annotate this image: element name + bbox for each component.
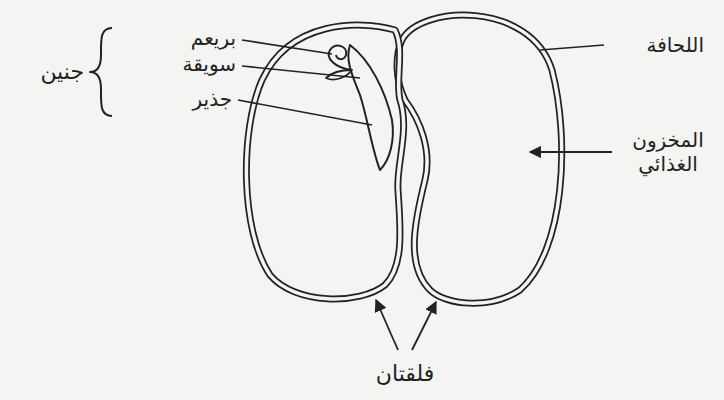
part-label: فلقتان bbox=[376, 361, 434, 387]
cotyledon-outline bbox=[397, 15, 562, 303]
leader-line bbox=[540, 45, 604, 50]
embryo-axis bbox=[348, 45, 393, 170]
part-label: اللحافة bbox=[646, 33, 704, 57]
part-label: المخزون الغذائي bbox=[620, 128, 716, 176]
part-label: بريعم bbox=[191, 26, 236, 50]
part-label: سويقة bbox=[183, 52, 237, 76]
part-label: جذير bbox=[193, 87, 232, 111]
plumule bbox=[329, 46, 352, 70]
pointer-arrow bbox=[412, 302, 436, 350]
cotyledon-outline-inner bbox=[246, 25, 403, 299]
pointer-arrow bbox=[530, 151, 612, 153]
embryo-bracket bbox=[90, 28, 112, 116]
leader-line bbox=[242, 66, 360, 78]
pointer-arrow bbox=[376, 300, 398, 350]
leader-line bbox=[238, 100, 372, 125]
cotyledon-outline-inner bbox=[397, 15, 562, 303]
leader-line bbox=[242, 40, 332, 54]
cotyledon-outline bbox=[246, 25, 403, 299]
group-label: جنين bbox=[40, 59, 84, 85]
